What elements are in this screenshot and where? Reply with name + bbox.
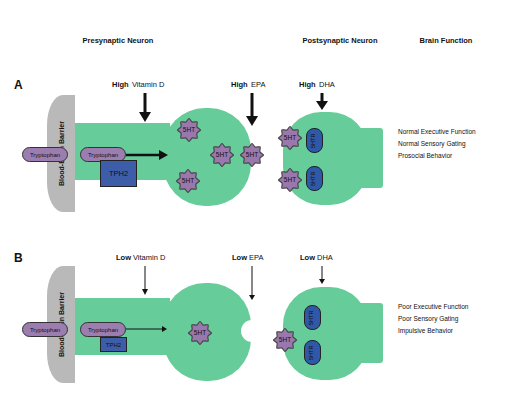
- node-label: 5HT: [194, 330, 206, 337]
- serotonin-molecule: 5HT: [175, 168, 201, 194]
- presynaptic-terminal: [163, 283, 251, 381]
- arrow-shaft: [322, 266, 323, 280]
- text-label: High: [231, 81, 248, 89]
- text-label: Low: [116, 254, 131, 262]
- arrow-shaft: [144, 93, 147, 113]
- node-label: 5HT: [246, 152, 258, 159]
- node-label: Tryptophan: [30, 327, 60, 333]
- text-label: DHA: [317, 254, 333, 262]
- serotonin-receptor: 5HTR: [306, 166, 323, 191]
- text-label: Brain Function: [420, 37, 473, 45]
- arrow-head: [162, 326, 167, 332]
- text-label: Poor Executive Function: [398, 304, 468, 311]
- serotonin-receptor: 5HTR: [304, 340, 321, 365]
- arrow-shaft: [145, 266, 146, 290]
- node-label: 5HTR: [312, 171, 318, 185]
- tryptophan-molecule: Tryptophan: [80, 322, 126, 337]
- text-label: Low: [300, 254, 315, 262]
- text-label: Postsynaptic Neuron: [302, 37, 377, 45]
- postsynaptic-dendrite: [345, 128, 383, 188]
- arrow-shaft: [252, 266, 253, 296]
- serotonin-molecule: 5HT: [277, 167, 303, 193]
- node-label: 5HTR: [310, 310, 316, 324]
- arrow-head: [249, 295, 255, 300]
- arrow-head: [142, 289, 148, 295]
- text-label: High: [112, 81, 129, 89]
- text-label: DHA: [319, 81, 335, 89]
- serotonin-molecule: 5HT: [176, 117, 202, 143]
- serotonin-molecule: 5HT: [277, 125, 303, 151]
- star-shape: [177, 170, 200, 193]
- arrow-shaft: [126, 328, 163, 329]
- node-label: 5HT: [284, 177, 296, 184]
- panel-letter: A: [14, 79, 23, 91]
- text-label: Poor Sensory Gating: [398, 316, 458, 323]
- text-label: Low: [232, 254, 247, 262]
- node-label: 5HTR: [312, 133, 318, 147]
- text-label: EPA: [249, 254, 263, 262]
- node-label: 5HT: [279, 337, 291, 344]
- node-label: 5HT: [216, 152, 228, 159]
- star-shape: [279, 169, 302, 192]
- star-shape: [241, 144, 264, 167]
- node-label: Tryptophan: [88, 152, 118, 158]
- enzyme-box: TPH2: [100, 160, 137, 187]
- node-label: Tryptophan: [88, 327, 118, 333]
- arrow-head: [159, 150, 168, 160]
- node-label: 5HT: [183, 127, 195, 134]
- node-label: 5HT: [284, 135, 296, 142]
- star-shape: [279, 127, 302, 150]
- text-label: Normal Sensory Gating: [398, 141, 466, 148]
- star-shape: [189, 322, 212, 345]
- tryptophan-molecule: Tryptophan: [22, 322, 68, 337]
- serotonin-molecule: 5HT: [187, 320, 213, 346]
- arrow-shaft: [251, 93, 254, 117]
- text-label: Vitamin D: [132, 81, 164, 89]
- arrow-shaft: [321, 93, 324, 102]
- arrow-head: [139, 112, 151, 122]
- node-label: 5HT: [182, 178, 194, 185]
- text-label: Prosocial Behavior: [398, 153, 452, 160]
- star-shape: [274, 329, 297, 352]
- serotonin-molecule: 5HT: [239, 142, 265, 168]
- serotonin-molecule: 5HT: [209, 142, 235, 168]
- panel-letter: B: [14, 252, 23, 264]
- text-label: EPA: [251, 81, 265, 89]
- terminal-notch: [241, 320, 263, 342]
- node-label: Tryptophan: [30, 152, 60, 158]
- presynaptic-axon: [75, 298, 170, 355]
- star-shape: [178, 119, 201, 142]
- node-label: TPH2: [109, 170, 128, 178]
- arrow-head: [319, 279, 325, 284]
- text-label: High: [299, 81, 316, 89]
- text-label: Impulsive Behavior: [398, 328, 453, 335]
- text-label: Normal Executive Function: [398, 129, 476, 136]
- arrow-head: [316, 101, 328, 110]
- serotonin-receptor: 5HTR: [304, 305, 321, 330]
- serotonin-molecule: 5HT: [272, 327, 298, 353]
- text-label: Vitamin D: [133, 254, 165, 262]
- node-label: 5HTR: [310, 345, 316, 359]
- enzyme-box: TPH2: [100, 337, 127, 352]
- text-label: Presynaptic Neuron: [83, 37, 154, 45]
- postsynaptic-dendrite: [345, 303, 383, 363]
- node-label: TPH2: [106, 342, 121, 348]
- serotonin-receptor: 5HTR: [306, 128, 323, 153]
- arrow-head: [246, 116, 258, 126]
- presynaptic-terminal: [163, 108, 251, 206]
- arrow-shaft: [126, 154, 160, 157]
- tryptophan-molecule: Tryptophan: [22, 147, 68, 162]
- presynaptic-axon: [75, 123, 170, 180]
- star-shape: [211, 144, 234, 167]
